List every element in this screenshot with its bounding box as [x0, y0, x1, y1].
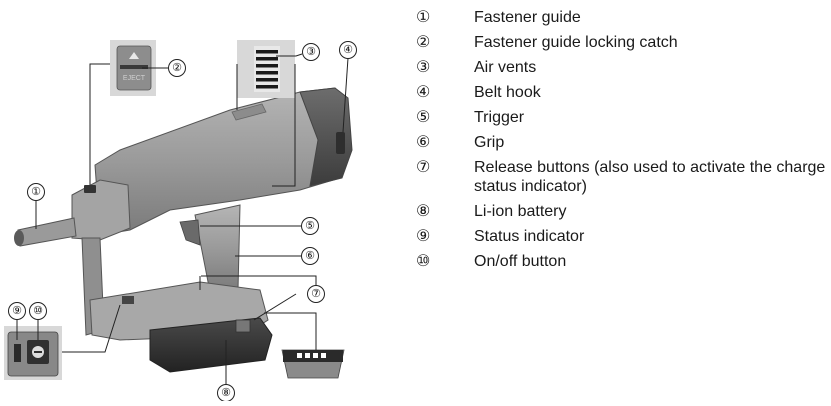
inset-charge [281, 349, 345, 379]
legend-number: ① [416, 9, 431, 26]
svg-text:⑧: ⑧ [221, 387, 231, 399]
svg-text:⑥: ⑥ [305, 250, 315, 262]
onoff-marker [122, 296, 134, 304]
legend-number: ⑦ [416, 159, 431, 176]
inset-switch [4, 326, 62, 380]
legend-label: Fastener guide locking catch [474, 34, 678, 51]
svg-text:⑤: ⑤ [305, 220, 315, 232]
guide-tip [14, 230, 24, 246]
grip [194, 204, 241, 293]
callout-4: ④ [339, 41, 357, 59]
front-block [71, 179, 131, 241]
callout-5: ⑤ [301, 217, 319, 235]
legend-number: ④ [416, 84, 431, 101]
rear-cap [299, 87, 353, 187]
legend-item: ② Fastener guide locking catch [414, 33, 826, 52]
legend-number: ⑨ [416, 228, 431, 245]
legend-item: ⑨ Status indicator [414, 227, 826, 246]
fastener-guide [17, 217, 77, 247]
callout-8: ⑧ [217, 384, 235, 402]
tool-illustration: EJECT [0, 0, 400, 402]
trigger [179, 219, 201, 246]
callout-7: ⑦ [307, 285, 325, 303]
legend-item: ⑤ Trigger [414, 108, 826, 127]
legend-label: On/off button [474, 253, 567, 270]
legend-label: Li-ion battery [474, 203, 567, 220]
svg-text:④: ④ [343, 44, 353, 56]
legend-item: ⑩ On/off button [414, 252, 826, 271]
svg-text:③: ③ [306, 46, 316, 58]
legend-number: ⑧ [416, 203, 431, 220]
inset-vents [237, 40, 295, 98]
legend-item: ① Fastener guide [414, 8, 826, 27]
legend-label: Status indicator [474, 228, 585, 245]
locking-catch [84, 185, 96, 193]
svg-text:①: ① [31, 186, 41, 198]
eject-label: EJECT [123, 75, 146, 82]
legend-label: Air vents [474, 59, 537, 76]
legend-number: ⑥ [416, 134, 431, 151]
legend-item: ④ Belt hook [414, 83, 826, 102]
legend-label: Release buttons (also used to activate t… [474, 159, 826, 195]
legend-number: ③ [416, 59, 431, 76]
parts-legend: ① Fastener guide ② Fastener guide lockin… [414, 8, 826, 277]
legend-label: Belt hook [474, 84, 541, 101]
release-button [235, 319, 251, 333]
legend-label: Grip [474, 134, 505, 151]
legend-label: Trigger [474, 109, 525, 126]
callout-1: ① [27, 183, 45, 201]
legend-item: ③ Air vents [414, 58, 826, 77]
leader-lines [16, 53, 349, 384]
legend-number: ② [416, 34, 431, 51]
callout-2: ② [168, 59, 186, 77]
svg-text:⑨: ⑨ [12, 305, 22, 317]
legend-item: ⑧ Li-ion battery [414, 202, 826, 221]
tool-drawing: EJECT [4, 40, 357, 402]
callout-3: ③ [302, 43, 320, 61]
svg-text:⑦: ⑦ [311, 288, 321, 300]
legend-item: ⑦ Release buttons (also used to activate… [414, 158, 826, 196]
callout-9: ⑨ [8, 302, 26, 320]
inset-eject: EJECT [110, 40, 156, 96]
callout-6: ⑥ [301, 247, 319, 265]
svg-text:⑩: ⑩ [33, 305, 43, 317]
callout-10: ⑩ [29, 302, 47, 320]
legend-item: ⑥ Grip [414, 133, 826, 152]
legend-number: ⑩ [416, 253, 431, 270]
belt-hook [336, 132, 345, 154]
legend-label: Fastener guide [474, 9, 581, 26]
vent-patch [231, 103, 267, 121]
svg-text:②: ② [172, 62, 182, 74]
legend-number: ⑤ [416, 109, 431, 126]
